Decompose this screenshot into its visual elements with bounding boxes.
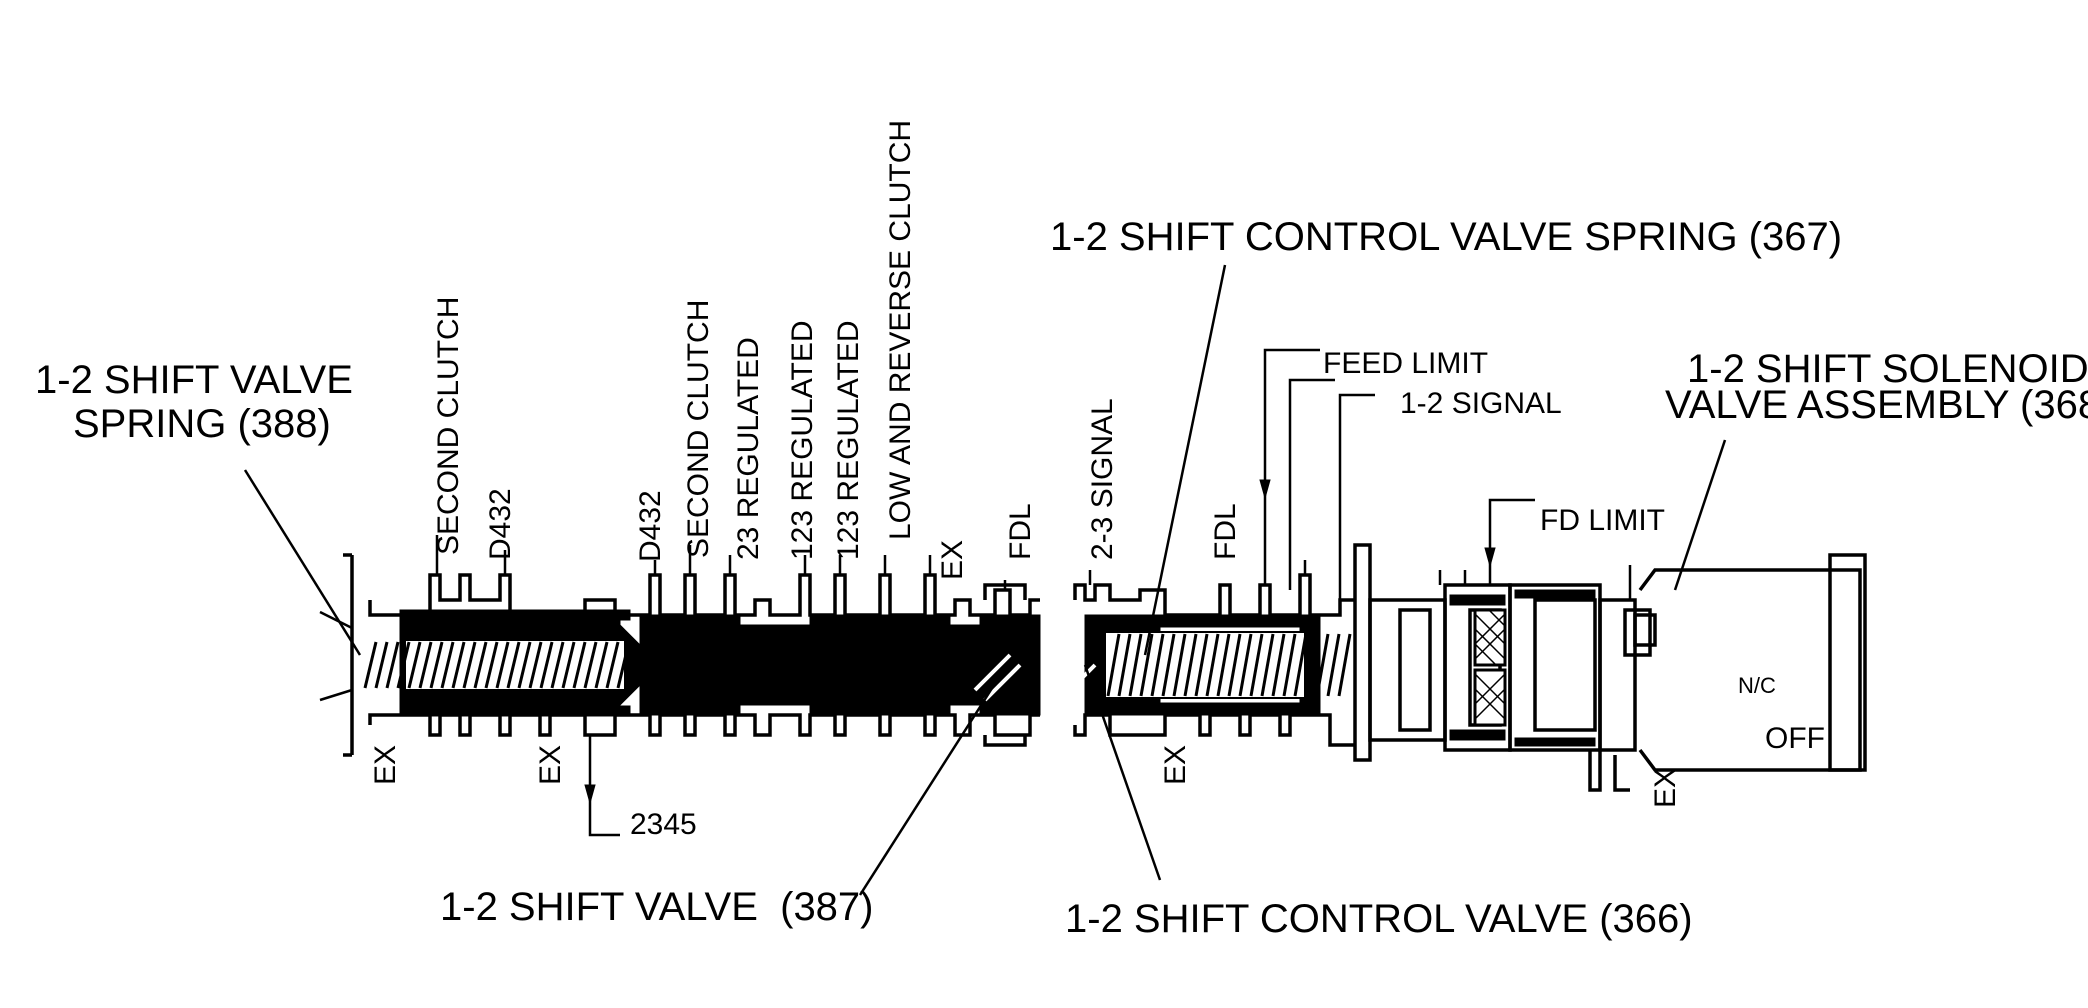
port-feed-limit: FEED LIMIT	[1323, 347, 1488, 380]
port-ex-1: EX	[369, 745, 402, 785]
port-second-clutch-1: SECOND CLUTCH	[432, 297, 465, 555]
spring-coil	[1106, 633, 1121, 697]
spring-coil	[429, 641, 444, 689]
port-1-2-signal: 1-2 SIGNAL	[1400, 387, 1562, 420]
port-fdl-2: FDL	[1209, 503, 1242, 560]
port-ex-2: EX	[534, 745, 567, 785]
port-ex-3: EX	[1159, 745, 1192, 785]
spring-coil	[473, 641, 488, 689]
spring-coil	[1128, 633, 1143, 697]
port-fdl-1: FDL	[1004, 503, 1037, 560]
shift-valve-label: 1-2 SHIFT VALVE (387)	[440, 885, 874, 929]
control-valve-spring-label: 1-2 SHIFT CONTROL VALVE SPRING (367)	[1050, 215, 1842, 259]
port-23-regulated: 23 REGULATED	[732, 337, 765, 560]
port-123-regulated-a: 123 REGULATED	[786, 320, 819, 560]
port-ex-top: EX	[936, 540, 969, 580]
port-2345: 2345	[630, 808, 697, 841]
left-valve-bore	[319, 553, 1041, 757]
port-fd-limit: FD LIMIT	[1540, 504, 1665, 537]
spring-coil	[594, 641, 609, 689]
spring-coil	[418, 641, 433, 689]
port-2-3-signal: 2-3 SIGNAL	[1086, 398, 1119, 560]
port-d432-2: D432	[634, 490, 667, 562]
spring-coil	[363, 641, 378, 689]
spring-coil	[374, 641, 389, 689]
solenoid-label-1: 1-2 SHIFT SOLENOID	[1687, 347, 2088, 391]
spring-coil	[616, 641, 631, 689]
spring-coil	[517, 641, 532, 689]
spring-coil	[1326, 633, 1341, 697]
solenoid-off-label: OFF	[1765, 722, 1825, 755]
spring-coil	[407, 641, 422, 689]
spring-coil	[1216, 633, 1231, 697]
spring-coil	[495, 641, 510, 689]
control-valve-spring	[1106, 633, 1352, 697]
spring-coil	[451, 641, 466, 689]
port-low-reverse-clutch: LOW AND REVERSE CLUTCH	[884, 120, 917, 540]
port-123-regulated-b: 123 REGULATED	[832, 320, 865, 560]
spring-coil	[605, 641, 620, 689]
solenoid-assembly	[1353, 543, 1867, 792]
spring-coil	[1337, 633, 1352, 697]
port-ex-4: EX	[1649, 768, 1682, 808]
spring-coil	[539, 641, 554, 689]
spring-coil	[1304, 633, 1319, 697]
spring-coil	[1172, 633, 1187, 697]
spring-coil	[440, 641, 455, 689]
control-valve-label: 1-2 SHIFT CONTROL VALVE (366)	[1065, 897, 1693, 941]
spring-coil	[1315, 633, 1330, 697]
spring-coil	[1150, 633, 1165, 697]
spring-coil	[1271, 633, 1286, 697]
spring-coil	[1205, 633, 1220, 697]
spring-coil	[1249, 633, 1264, 697]
port-second-clutch-2: SECOND CLUTCH	[682, 300, 715, 558]
spring-coil	[1227, 633, 1242, 697]
spring-coil	[1293, 633, 1308, 697]
spring-coil	[1161, 633, 1176, 697]
spring-coil	[1139, 633, 1154, 697]
spring-coil	[550, 641, 565, 689]
spring-coil	[462, 641, 477, 689]
spring-coil	[506, 641, 521, 689]
solenoid-label-2: VALVE ASSEMBLY (368)	[1665, 383, 2088, 427]
callout-leaders	[243, 264, 1727, 896]
solenoid-nc-label: N/C	[1738, 673, 1776, 698]
spring-coil	[385, 641, 400, 689]
port-leaders	[435, 348, 1535, 837]
shift-valve-spring-label-2: SPRING (388)	[73, 402, 331, 446]
shift-valve-spring-label-1: 1-2 SHIFT VALVE	[35, 358, 353, 402]
spring-coil	[1282, 633, 1297, 697]
spring-coil	[561, 641, 576, 689]
spring-coil	[583, 641, 598, 689]
right-valve-bore	[1068, 573, 1355, 747]
spring-coil	[572, 641, 587, 689]
spring-coil	[1194, 633, 1209, 697]
spring-coil	[528, 641, 543, 689]
spring-coil	[1117, 633, 1132, 697]
spring-coil	[396, 641, 411, 689]
spring-coil	[1183, 633, 1198, 697]
spring-coil	[484, 641, 499, 689]
spring-coil	[1238, 633, 1253, 697]
port-d432-1: D432	[484, 488, 517, 560]
spring-coil	[1260, 633, 1275, 697]
shift-valve-spring	[363, 641, 631, 689]
